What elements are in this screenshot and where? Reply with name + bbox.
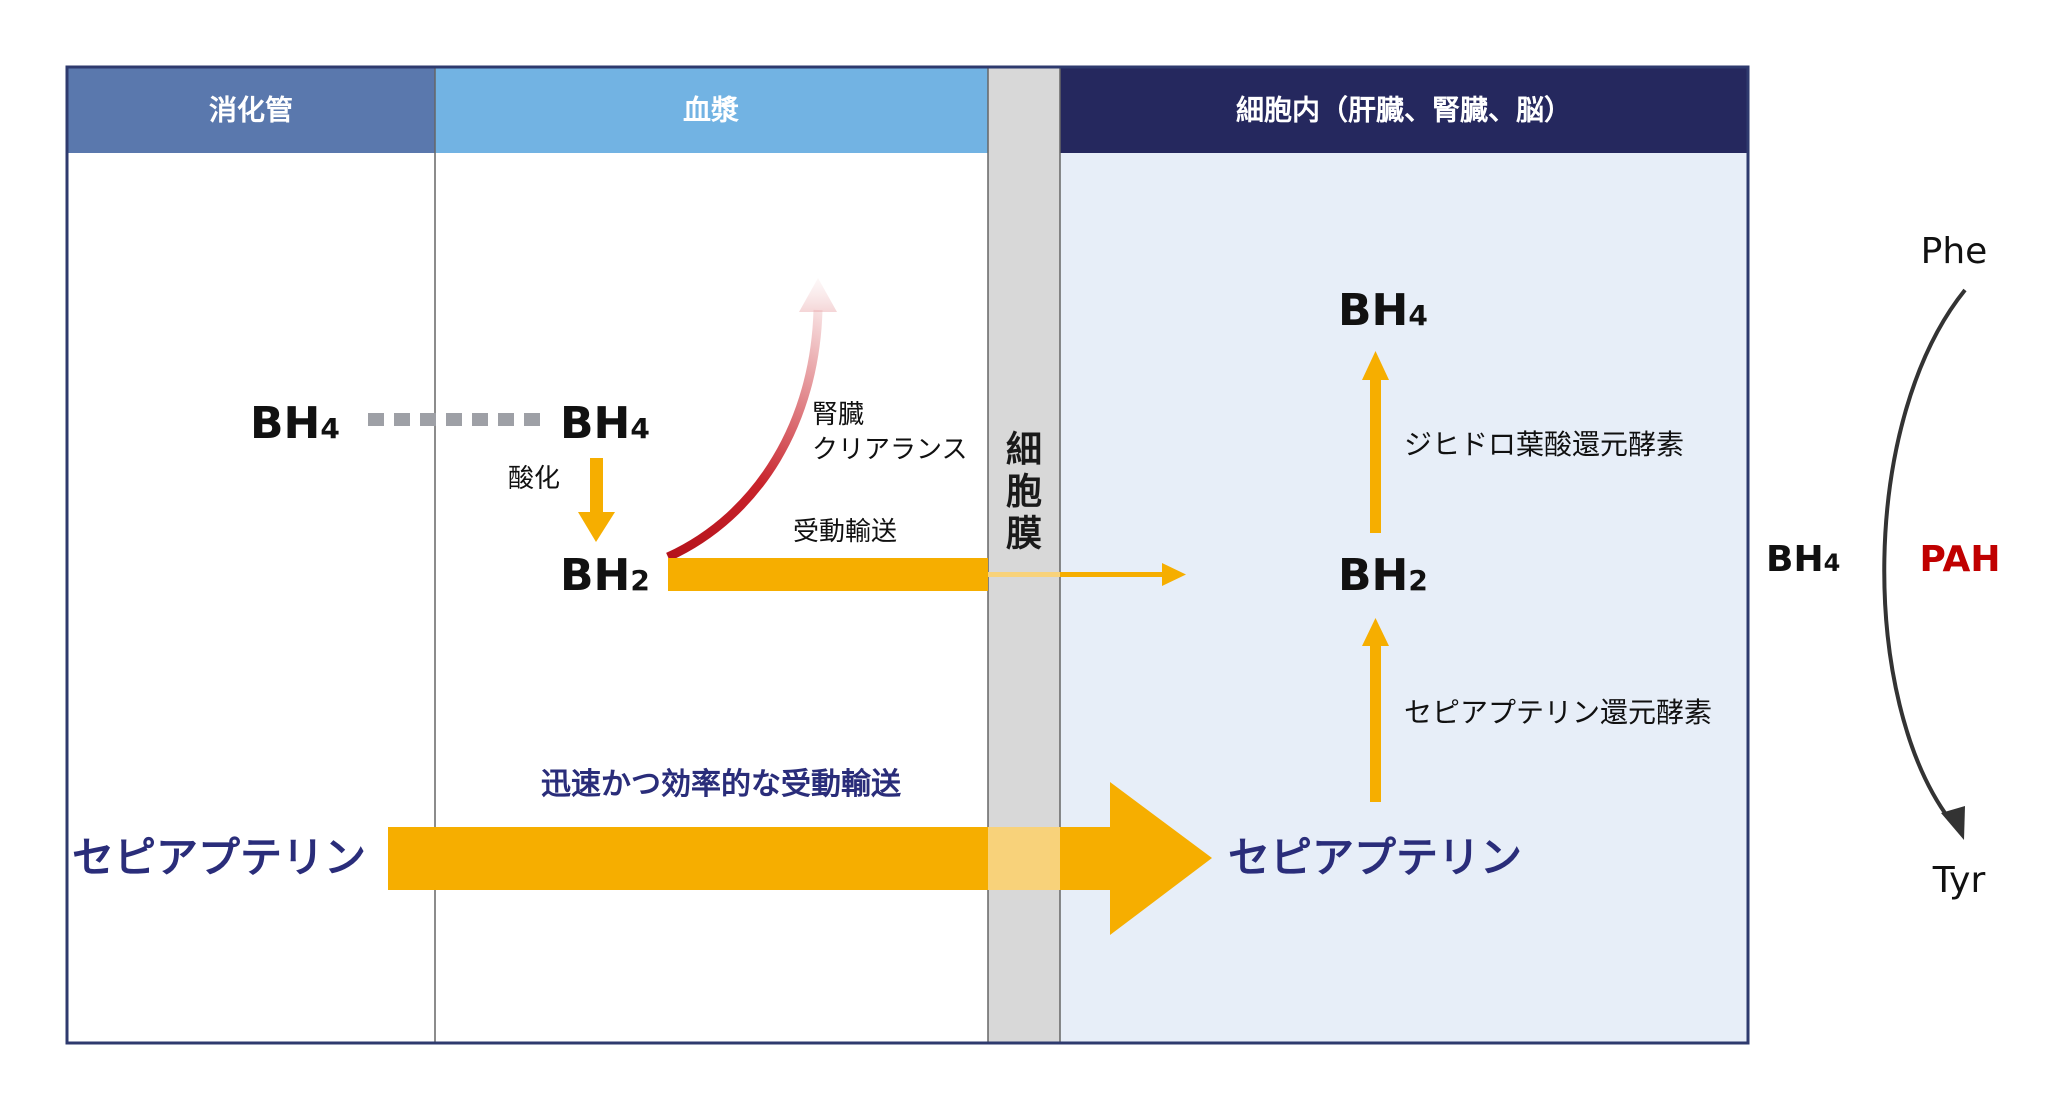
equilibrium-dots	[368, 413, 540, 426]
renal-clearance-label-2: クリアランス	[812, 435, 967, 465]
header-cell: 細胞内（肝臓、腎臓、脳）	[1236, 94, 1572, 127]
sepiapterin-reductase-arrow-head	[1362, 618, 1389, 646]
bh4-gut: BH4	[250, 398, 340, 449]
bh2-plasma-sub: 2	[630, 564, 649, 597]
bh2-transport-arrow-head	[1162, 563, 1186, 586]
oxidation-arrow-shaft	[590, 458, 603, 514]
bh4-cofactor-base: BH	[1766, 539, 1824, 580]
renal-clearance-label-1: 腎臓	[812, 400, 864, 430]
bh4-plasma-sub: 4	[630, 412, 649, 445]
membrane-char-3: 膜	[1006, 514, 1042, 555]
renal-clearance-arrow-head	[799, 278, 837, 312]
header-plasma: 血漿	[683, 94, 739, 127]
sepiapterin-reductase-label: セピアプテリン還元酵素	[1404, 696, 1712, 729]
oxidation-arrow-head	[578, 512, 615, 542]
membrane-char-1: 細	[1006, 430, 1042, 471]
dhfr-label: ジヒドロ葉酸還元酵素	[1404, 428, 1684, 461]
bh2-transport-bar	[668, 558, 988, 591]
phe-label: Phe	[1921, 231, 1988, 272]
sepiapterin-cell: セピアプテリン	[1228, 833, 1522, 882]
sepiapterin-transport-head	[1110, 782, 1212, 935]
bh4-cofactor-sub: 4	[1824, 549, 1841, 577]
sepiapterin-gut: セピアプテリン	[72, 833, 366, 882]
bh4-cell-base: BH	[1338, 285, 1408, 336]
diagram-frame	[65, 65, 1750, 1045]
bh2-plasma: BH2	[560, 550, 650, 601]
membrane-char-2: 胞	[1006, 472, 1042, 513]
bh4-plasma: BH4	[560, 398, 650, 449]
sepiapterin-transport-shaft	[388, 827, 988, 890]
bh4-gut-base: BH	[250, 398, 320, 449]
bh4-cell: BH4	[1338, 285, 1428, 336]
cell-membrane	[988, 67, 1060, 1043]
sepiapterin-transport-membrane-part	[988, 827, 1060, 890]
bh4-cofactor: BH4	[1766, 539, 1840, 580]
tyr-label: Tyr	[1932, 860, 1986, 901]
bh2-plasma-base: BH	[560, 550, 630, 601]
header-gut: 消化管	[209, 94, 293, 127]
phe-tyr-arrow-head	[1941, 806, 1965, 840]
bh2-transport-membrane-part	[988, 572, 1060, 577]
fast-transport-label: 迅速かつ効率的な受動輸送	[541, 767, 901, 802]
dhfr-arrow-head	[1362, 351, 1389, 380]
gut-panel	[67, 67, 435, 1043]
bh2-transport-thin	[1060, 572, 1164, 577]
bh2-cell-base: BH	[1338, 550, 1408, 601]
renal-clearance-arrow	[666, 309, 823, 562]
pah-label: PAH	[1919, 539, 2000, 580]
sepiapterin-reductase-arrow-shaft	[1370, 644, 1381, 802]
header-cell-bar	[1060, 67, 1748, 153]
bh4-gut-sub: 4	[320, 412, 339, 445]
dhfr-arrow-shaft	[1370, 378, 1381, 533]
bh2-cell: BH2	[1338, 550, 1428, 601]
bh2-cell-sub: 2	[1408, 564, 1427, 597]
sepiapterin-transport-shaft-cell	[1060, 827, 1112, 890]
plasma-panel	[435, 67, 988, 1043]
passive-transport-label: 受動輸送	[793, 517, 897, 547]
oxidation-label: 酸化	[508, 464, 560, 494]
header-plasma-bar	[435, 67, 988, 153]
header-gut-bar	[67, 67, 435, 153]
bh4-cell-sub: 4	[1408, 299, 1427, 332]
bh4-plasma-base: BH	[560, 398, 630, 449]
phe-tyr-arrow	[1882, 288, 1967, 822]
